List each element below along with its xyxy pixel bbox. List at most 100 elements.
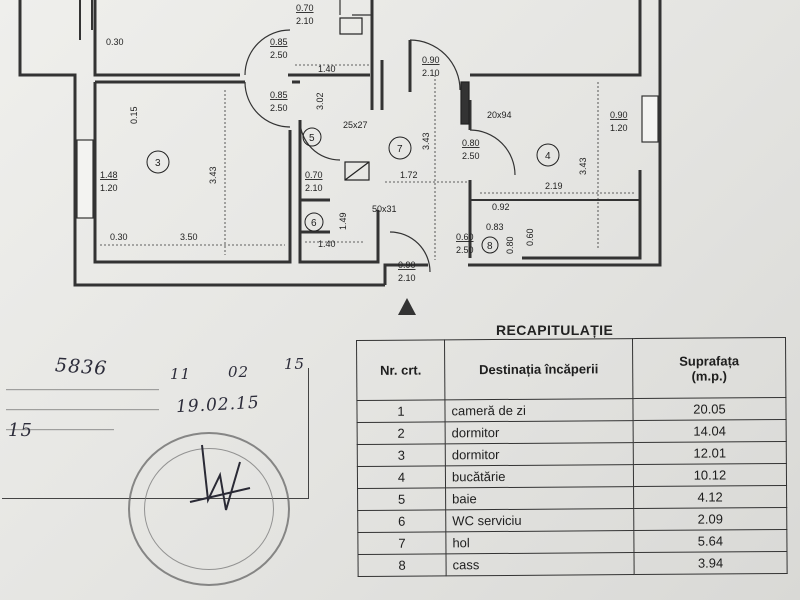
wall-kitchen-bottom <box>522 170 642 260</box>
room-4-number: 4 <box>545 151 551 162</box>
dim-label: 20x94 <box>487 110 512 120</box>
room-8-circle <box>481 236 499 254</box>
cell-dest: WC serviciu <box>445 508 634 532</box>
room-6-circle <box>304 212 324 232</box>
dim-label: 3.43 <box>421 132 431 150</box>
room-5-circle <box>302 127 322 147</box>
room-3-circle <box>146 150 170 174</box>
dim-label: 1.40 <box>318 239 336 249</box>
dim-label: 0.90 <box>610 110 628 120</box>
room-7-circle <box>388 136 412 160</box>
dim-label: 3.43 <box>208 166 218 184</box>
header-supr: Suprafața (m.p.) <box>632 337 786 399</box>
dim-label: 0.92 <box>492 202 510 212</box>
table-row: 2 dormitor 14.04 <box>357 419 787 445</box>
recap-title: RECAPITULAȚIE <box>496 322 614 338</box>
dim-label: 0.90 <box>398 260 416 270</box>
shaft-diag <box>344 161 370 181</box>
room-6-number: 6 <box>311 218 317 229</box>
wall-wc <box>300 198 330 234</box>
dim-label: 0.90 <box>422 55 440 65</box>
entrance-arrow-icon <box>398 298 416 315</box>
registration-line-2: ————————————————— <box>6 404 159 414</box>
cell-supr: 3.94 <box>633 551 788 575</box>
wall-hall <box>370 0 384 110</box>
handwritten-day: 11 <box>170 365 192 383</box>
dim-label: 1.48 <box>100 170 118 180</box>
handwritten-year: 15 <box>284 355 306 373</box>
dim-label: 0.85 <box>270 37 288 47</box>
cell-supr: 4.12 <box>633 485 787 509</box>
room-3-number: 3 <box>155 158 161 169</box>
room-7-number: 7 <box>397 144 403 155</box>
dim-label: 0.80 <box>505 236 515 254</box>
window-room4 <box>641 95 659 143</box>
table-row: 6 WC serviciu 2.09 <box>357 507 787 533</box>
dim-label: 0.70 <box>296 3 314 13</box>
cell-supr: 12.01 <box>633 441 787 465</box>
room-5-number: 5 <box>309 133 315 144</box>
wall-top-left <box>18 0 77 80</box>
cell-supr: 5.64 <box>633 529 787 553</box>
cell-supr: 20.05 <box>632 397 787 421</box>
recap-table: Nr. crt. Destinația încăperii Suprafața … <box>356 337 788 577</box>
room-4-circle <box>536 143 560 167</box>
door-arc-2 <box>244 81 291 128</box>
dim-label: 3.43 <box>578 157 588 175</box>
cell-dest: hol <box>445 530 634 554</box>
door-arc-5 <box>469 129 516 176</box>
cell-dest: cass <box>445 552 635 576</box>
door-arc-1 <box>244 29 291 76</box>
door-arc-3 <box>299 119 341 161</box>
cell-dest: dormitor <box>445 420 634 444</box>
registration-line-1: ————————————————— <box>6 384 159 394</box>
dim-label: 2.10 <box>422 68 440 78</box>
table-row: 5 baie 4.12 <box>357 485 787 511</box>
cell-nr: 8 <box>357 553 447 577</box>
dim-label: 0.60 <box>525 228 535 246</box>
dim-label: 1.40 <box>318 64 336 74</box>
cell-dest: cameră de zi <box>444 398 634 422</box>
wall-outer-right <box>468 0 662 267</box>
cell-nr: 5 <box>357 487 446 511</box>
dim-label: 0.70 <box>305 170 323 180</box>
dim-label: 0.30 <box>106 37 124 47</box>
cell-nr: 4 <box>357 465 446 489</box>
table-row: 8 cass 3.94 <box>357 551 788 577</box>
wall-outer-left-bottom <box>73 80 385 287</box>
cell-nr: 2 <box>357 421 446 445</box>
cell-supr: 14.04 <box>633 419 787 443</box>
dim-label: 0.80 <box>462 138 480 148</box>
window-room3 <box>76 139 94 219</box>
dim-label: 2.10 <box>296 16 314 26</box>
cell-nr: 7 <box>357 531 446 555</box>
dim-label: 25x27 <box>343 120 368 130</box>
wall-room1 <box>79 0 93 40</box>
wall-room3 <box>93 82 292 264</box>
dim-label: 0.60 <box>456 232 474 242</box>
dim-label: 0.83 <box>486 222 504 232</box>
cell-supr: 10.12 <box>633 463 787 487</box>
wall-entrance <box>383 263 428 285</box>
cell-dest: dormitor <box>445 442 634 466</box>
dim-label: 2.10 <box>398 273 416 283</box>
dim-label: 2.50 <box>462 151 480 161</box>
table-row: 1 cameră de zi 20.05 <box>356 397 787 423</box>
dim-label: 2.10 <box>305 183 323 193</box>
cell-supr: 2.09 <box>633 507 787 531</box>
official-seal <box>128 432 290 586</box>
recap-header-row: Nr. crt. Destinația încăperii Suprafața … <box>356 337 786 401</box>
handwritten-left: 15 <box>8 420 33 441</box>
cell-dest: bucătărie <box>445 464 634 488</box>
registration-line-3: ———————————— <box>6 424 114 434</box>
shaft-20x94 <box>460 81 470 125</box>
header-nr: Nr. crt. <box>356 339 445 401</box>
cell-nr: 1 <box>356 399 446 423</box>
dim-label: 2.19 <box>545 181 563 191</box>
signature-mark <box>189 444 251 511</box>
door-arc-4 <box>409 39 461 91</box>
wall-room2-bottom <box>93 0 240 77</box>
dim-label: 2.50 <box>270 103 288 113</box>
dim-label: 50x31 <box>372 204 397 214</box>
